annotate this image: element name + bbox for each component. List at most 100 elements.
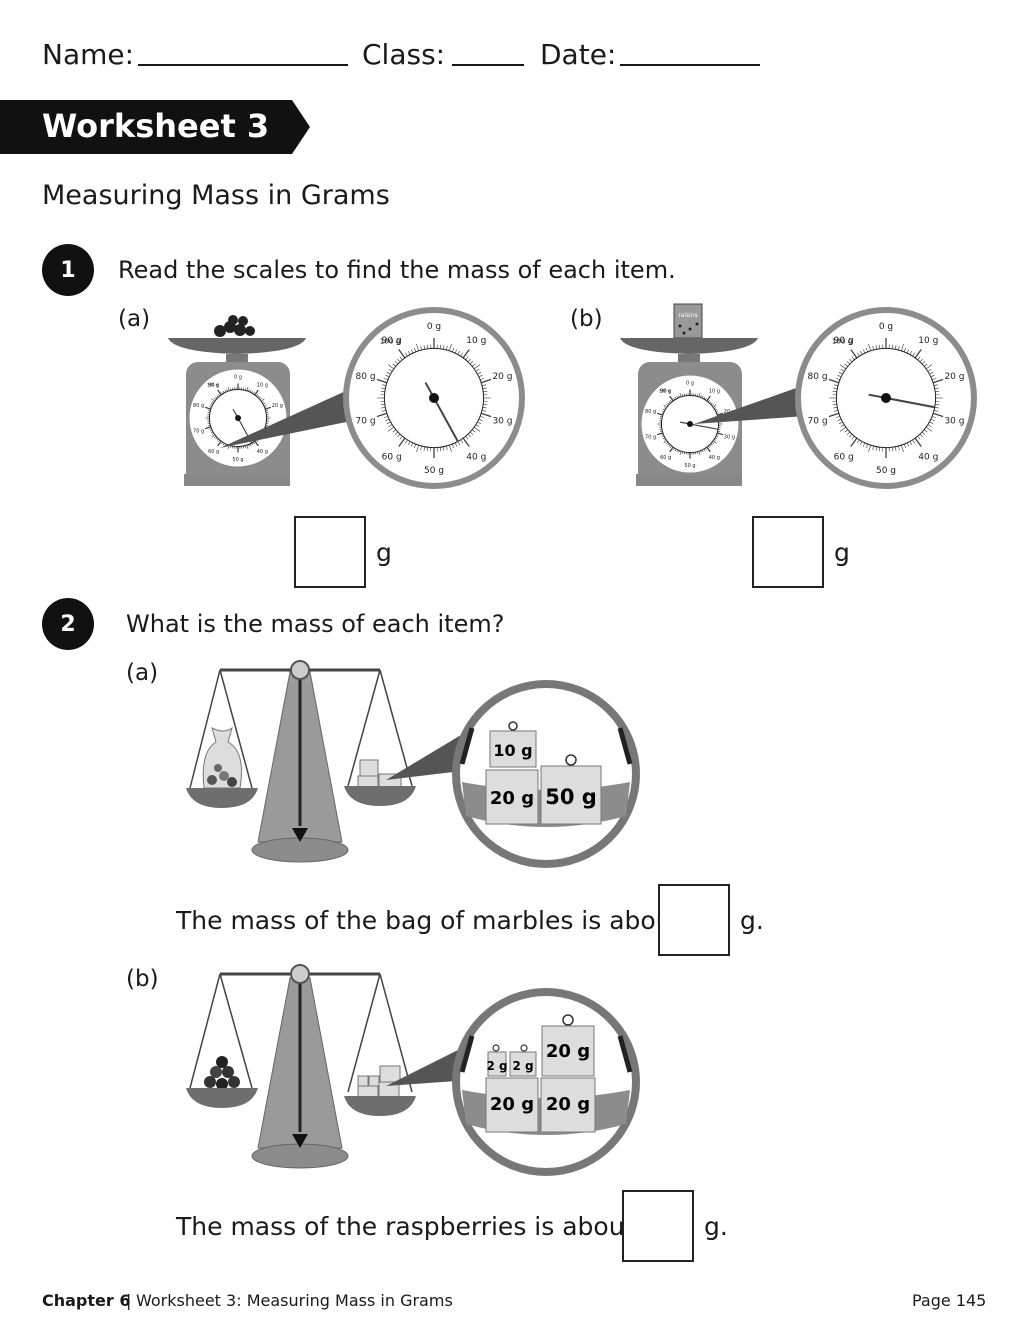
dial-tick — [230, 388, 232, 391]
dial-tick — [221, 391, 223, 395]
class-field[interactable] — [452, 64, 524, 66]
q2a-answer-box[interactable] — [658, 884, 730, 956]
dial-tick — [416, 445, 419, 453]
dial-label: 0 g — [879, 322, 893, 332]
dial-tick — [909, 350, 913, 355]
dial-tick — [446, 346, 448, 351]
dial-tick — [397, 433, 401, 438]
dial-tick — [482, 406, 487, 409]
dial-tick — [478, 374, 483, 378]
dial-tick — [703, 396, 706, 400]
dial-tick — [669, 395, 674, 402]
dial-tick — [376, 412, 388, 418]
dial-tick — [257, 395, 260, 398]
dial-tick — [715, 410, 719, 413]
class-label: Class: — [362, 38, 446, 71]
dial-tick — [862, 442, 866, 447]
date-field[interactable] — [620, 64, 760, 66]
dial-tick — [246, 445, 249, 450]
dial-tick — [663, 439, 667, 441]
dial-tick — [248, 444, 250, 447]
dial-tick — [912, 439, 915, 444]
dial-tick — [921, 431, 926, 435]
dial-tick — [932, 412, 944, 418]
dial-tick — [399, 356, 403, 360]
dial-tick — [227, 386, 230, 391]
dial-tick — [670, 400, 673, 403]
dial-tick — [712, 404, 717, 408]
dial-tick — [423, 345, 426, 350]
dial-tick — [410, 349, 414, 354]
dial-tick — [706, 395, 711, 402]
dial-tick — [927, 424, 932, 427]
dial-tick — [709, 401, 712, 404]
dial-tick — [894, 345, 897, 350]
dial-tick — [264, 406, 267, 408]
dial-label: 0 g — [686, 380, 694, 386]
dial-tick — [668, 401, 671, 404]
dial-tick — [670, 445, 673, 448]
dial-tick — [483, 390, 488, 393]
dial-tick — [839, 364, 847, 370]
dial-tick — [833, 406, 838, 409]
dial-hub — [429, 393, 439, 403]
dial-tick — [224, 443, 227, 447]
kitchen-scale-b: raisins 0 g10 g20 g30 g40 g50 g60 g70 g8… — [620, 303, 977, 489]
dial-tick — [211, 434, 216, 438]
dial-tick — [678, 395, 680, 398]
dial-tick — [218, 439, 221, 442]
dial-tick — [208, 424, 211, 426]
dial-tick — [850, 349, 858, 359]
dial-tick — [844, 363, 848, 367]
dial-tick — [457, 441, 461, 446]
dial-tick — [394, 361, 399, 365]
dial-tick — [261, 401, 265, 403]
dial-tick — [661, 412, 664, 414]
small-dial-a: 0 g10 g20 g30 g40 g50 g60 g70 g80 g90 g1… — [186, 366, 290, 470]
dial-tick — [205, 426, 212, 430]
dial-tick — [465, 436, 469, 440]
weight-2g-b — [487, 1051, 507, 1077]
name-field[interactable] — [138, 64, 348, 66]
dial-label: 10 g — [709, 388, 720, 394]
dial-tick — [875, 345, 878, 350]
dial-tick — [382, 384, 387, 386]
dial-tick — [446, 445, 448, 450]
dial-tick — [924, 363, 928, 367]
dial-tick — [478, 418, 483, 422]
dial-label: 90 g — [382, 336, 402, 346]
dial-label: 0 g — [234, 374, 242, 380]
q2b-answer-box[interactable] — [622, 1190, 694, 1262]
dial-tick — [386, 421, 391, 425]
dial-tick — [898, 346, 900, 351]
page-subtitle: Measuring Mass in Grams — [42, 180, 390, 211]
dial-tick — [253, 441, 255, 445]
q1b-answer-box[interactable] — [752, 516, 824, 588]
marbles-a — [214, 315, 255, 337]
dial-tick — [834, 410, 839, 412]
dial-tick — [255, 394, 258, 397]
dial-tick — [909, 441, 913, 446]
dial-tick — [925, 364, 933, 370]
dial-tick — [709, 444, 712, 447]
dial-tick — [384, 377, 388, 381]
dial-tick — [210, 431, 214, 434]
dial-label: 30 g — [492, 416, 512, 426]
dial-tick — [211, 401, 215, 403]
dial-tick — [712, 440, 717, 444]
dial-tick — [244, 388, 246, 391]
q1a-answer-box[interactable] — [294, 516, 366, 588]
dial-tick — [264, 406, 271, 410]
dial-tick — [676, 395, 679, 399]
dial-tick — [857, 439, 860, 444]
zoom-beam-q2a — [386, 732, 470, 780]
dial-tick — [209, 404, 213, 407]
dial-tick — [932, 378, 944, 384]
dial-label: 20 g — [944, 372, 964, 382]
dial-tick — [376, 378, 388, 384]
dial-tick — [700, 395, 702, 398]
dial-tick — [211, 433, 215, 435]
weight-50g-a — [540, 765, 602, 825]
dial-tick — [258, 396, 261, 399]
dial-tick — [249, 443, 252, 447]
